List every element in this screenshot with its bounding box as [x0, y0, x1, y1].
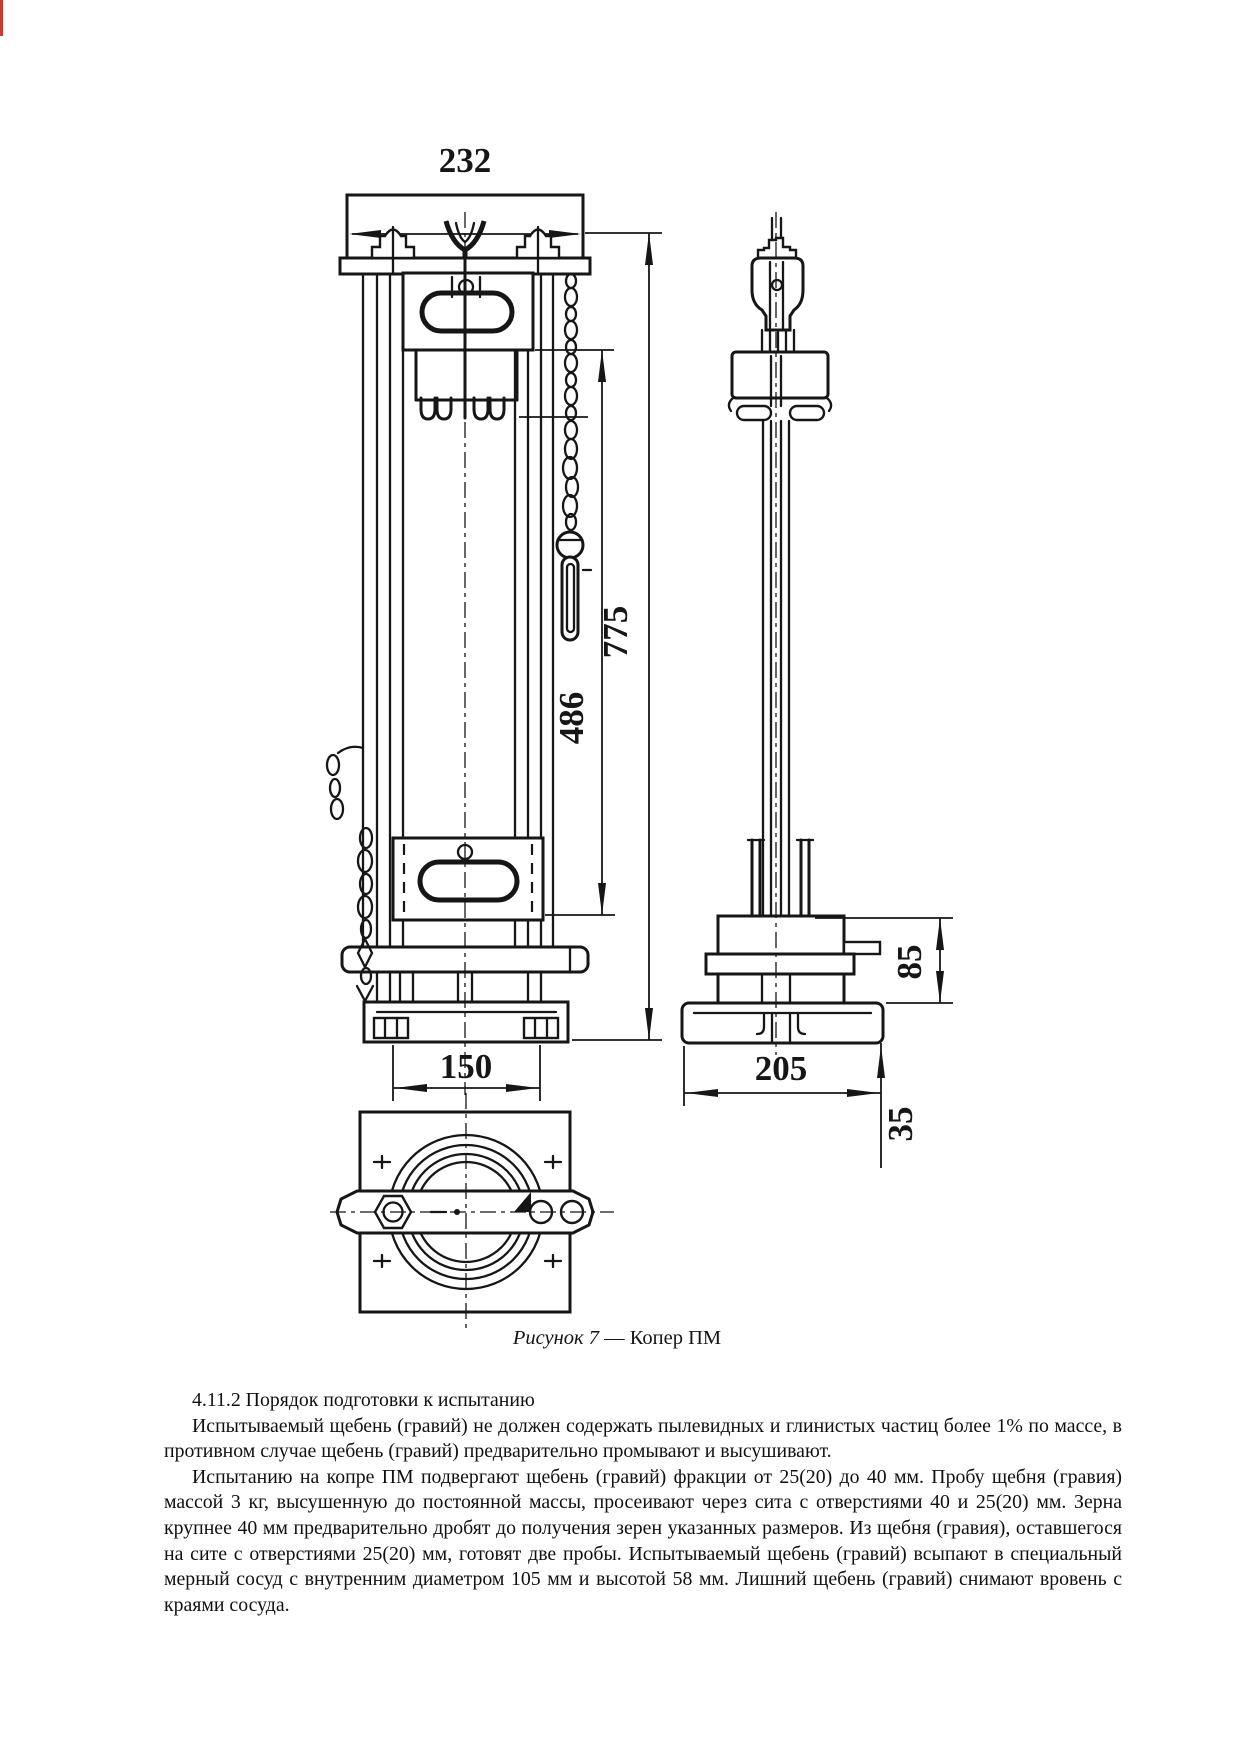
dim-label-232: 232 — [439, 141, 492, 180]
dim-label-150: 150 — [440, 1047, 493, 1086]
dim-label-486: 486 — [552, 692, 591, 745]
chain-right — [555, 272, 593, 642]
scan-artifact — [0, 0, 3, 36]
front-view — [325, 193, 593, 1095]
chain-left — [325, 745, 375, 1004]
side-view-dimensions: 85 205 35 — [683, 917, 953, 1168]
figure-caption: Рисунок 7 — Копер ПМ — [350, 1327, 884, 1350]
section-heading: 4.11.2 Порядок подготовки к испытанию — [192, 1389, 535, 1411]
paragraph-1: Испытываемый щебень (гравий) не должен с… — [164, 1414, 1122, 1463]
paragraph-2: Испытанию на копре ПМ подвергают щебень … — [164, 1465, 1122, 1616]
figure-caption-number: Рисунок 7 — [512, 1327, 600, 1349]
figure-caption-title: — Копер ПМ — [599, 1327, 722, 1349]
dim-label-85: 85 — [890, 945, 929, 980]
body-text: 4.11.2 Порядок подготовки к испытанию Ис… — [164, 1388, 1122, 1618]
figure-7-drawing: 232 775 486 150 — [325, 141, 953, 1330]
dim-label-205: 205 — [755, 1049, 808, 1088]
dim-label-35: 35 — [881, 1107, 920, 1142]
side-view — [680, 212, 885, 1055]
front-view-dimensions: 232 775 486 150 — [392, 141, 662, 1101]
top-view — [330, 1093, 614, 1330]
